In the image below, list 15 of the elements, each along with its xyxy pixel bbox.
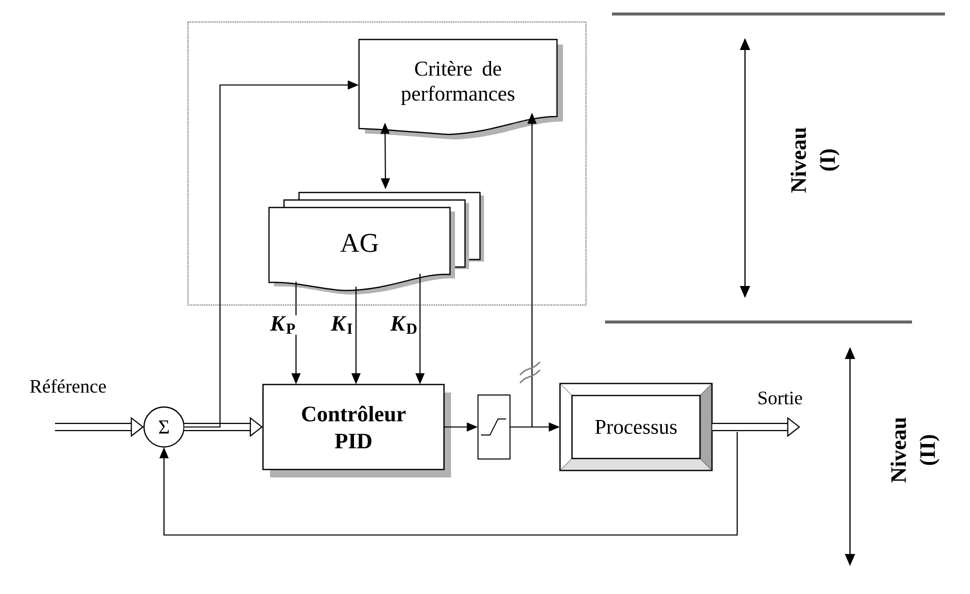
document-box: Critère de performances (358, 38, 563, 140)
stacked-document-box: AG (268, 192, 484, 294)
level-label: Niveau (I) (790, 128, 840, 193)
arrow (159, 432, 738, 536)
process-box: Processus (559, 382, 713, 472)
level-label: Niveau (II) (890, 418, 940, 483)
signal-label: Référence (30, 379, 106, 393)
dotted-frame (188, 22, 586, 306)
edge-label: K$_{I}$ (330, 315, 354, 335)
signal-label: Sortie (758, 392, 802, 404)
summing-junction: Σ (143, 406, 185, 448)
edge-label: K$_{D}$ (389, 315, 419, 335)
saturation-block (478, 394, 510, 460)
controller-box: Contrôleur PID (262, 384, 451, 478)
edge-label: K$_{P}$ (269, 315, 297, 335)
